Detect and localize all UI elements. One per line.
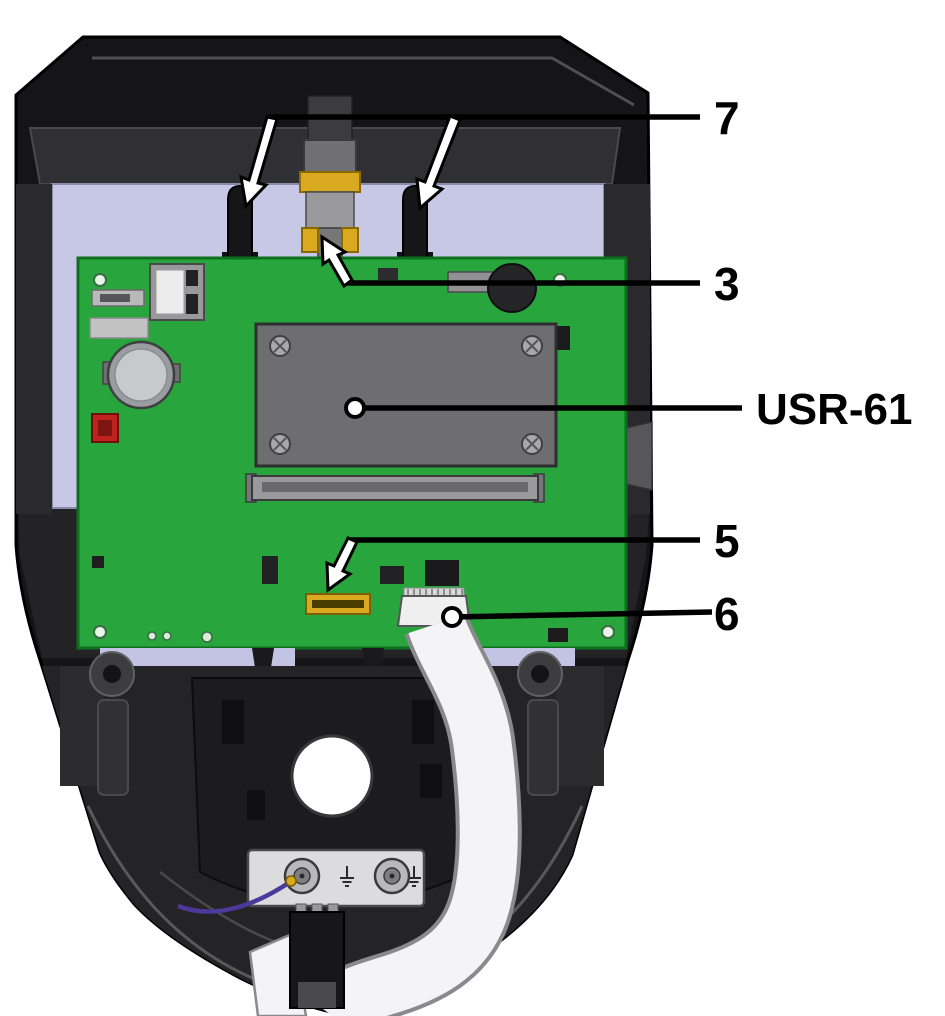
usr61-module [254, 322, 558, 468]
screw-boss-right [517, 651, 563, 697]
target-dot-usr61 [344, 397, 366, 419]
red-jumper-connector [91, 413, 119, 443]
pcb-hole [93, 625, 107, 639]
callout-label-3: 3 [714, 258, 740, 310]
module-screw [521, 433, 543, 455]
callout-label-6: 6 [714, 588, 740, 640]
pcb-test-point [147, 631, 157, 641]
callout-leaders [239, 114, 742, 628]
ground-symbol [340, 866, 354, 887]
module-screw [269, 433, 291, 455]
dimm-slot [262, 482, 528, 492]
sd-slot-latch [186, 270, 198, 286]
ic-chip [425, 560, 459, 586]
smd-part [548, 628, 568, 642]
pcb-hole [93, 273, 107, 287]
main-logic-board [76, 256, 628, 650]
ground-symbol [407, 866, 421, 887]
pcb-test-point [201, 631, 213, 643]
arrow-5 [325, 536, 360, 593]
target-dot-6 [441, 606, 463, 628]
leader-line-6 [451, 609, 713, 620]
module-shield [254, 322, 558, 468]
smd-part [378, 268, 398, 280]
smd-part [262, 556, 278, 584]
mech-side-block [556, 666, 604, 786]
tray-slot [222, 700, 244, 744]
housing-bezel-edge [92, 56, 635, 107]
red-connector-slot [98, 420, 112, 436]
plate-screw [373, 857, 411, 895]
screw-boss-left [89, 651, 135, 697]
module-screw [269, 335, 291, 357]
bracket-gold-tab-right [341, 227, 359, 253]
wire-ferrule [285, 875, 297, 887]
arrow-3 [320, 234, 354, 289]
bracket-gold-clamp [299, 171, 361, 193]
sd-slot-card [155, 269, 185, 315]
callout-label-7: 7 [714, 92, 740, 144]
sensor-base [298, 982, 336, 1008]
dimm-connector [245, 473, 545, 503]
sd-slot-latch [186, 294, 198, 314]
pcb-test-point [162, 631, 172, 641]
battery-cell-top [114, 348, 168, 402]
ribbon-pins [407, 589, 463, 597]
pcb-hole [601, 625, 615, 639]
printhead-bracket [299, 95, 361, 259]
callout-labels: 7 3 USR-61 5 6 [714, 92, 913, 640]
tray-slot [420, 764, 442, 798]
callout-label-5: 5 [714, 515, 740, 567]
spindle-hole [290, 734, 374, 818]
sd-card-slot [149, 263, 205, 321]
bracket-block [303, 139, 357, 177]
ground-plate-assembly [177, 848, 426, 1009]
housing-left-column [16, 184, 52, 514]
ffc-connector-gold [305, 593, 371, 615]
backplate-sliver [100, 648, 295, 666]
ribbon-cable-face [306, 614, 518, 1016]
module-screw [521, 335, 543, 357]
purple-wire [177, 880, 292, 914]
sensor-box [289, 903, 345, 1009]
ffc-gold-slot [312, 600, 364, 608]
standoff-post [97, 699, 129, 796]
smd-part [380, 566, 404, 584]
capacitor [487, 263, 537, 313]
label-sticker-print [100, 294, 130, 302]
coin-battery [102, 340, 181, 410]
tray-slot [247, 790, 265, 820]
arrow-7-right [415, 114, 462, 212]
arrow-7-left [239, 115, 279, 210]
bracket-mid [305, 191, 355, 231]
standoff-post [527, 699, 559, 796]
tray-slot [412, 700, 434, 744]
mech-curve-left [86, 805, 263, 984]
callout-label-usr61: USR-61 [756, 385, 913, 434]
label-plate [89, 317, 149, 339]
smd-part [92, 556, 104, 568]
bracket-gold-tab-left [301, 227, 319, 253]
